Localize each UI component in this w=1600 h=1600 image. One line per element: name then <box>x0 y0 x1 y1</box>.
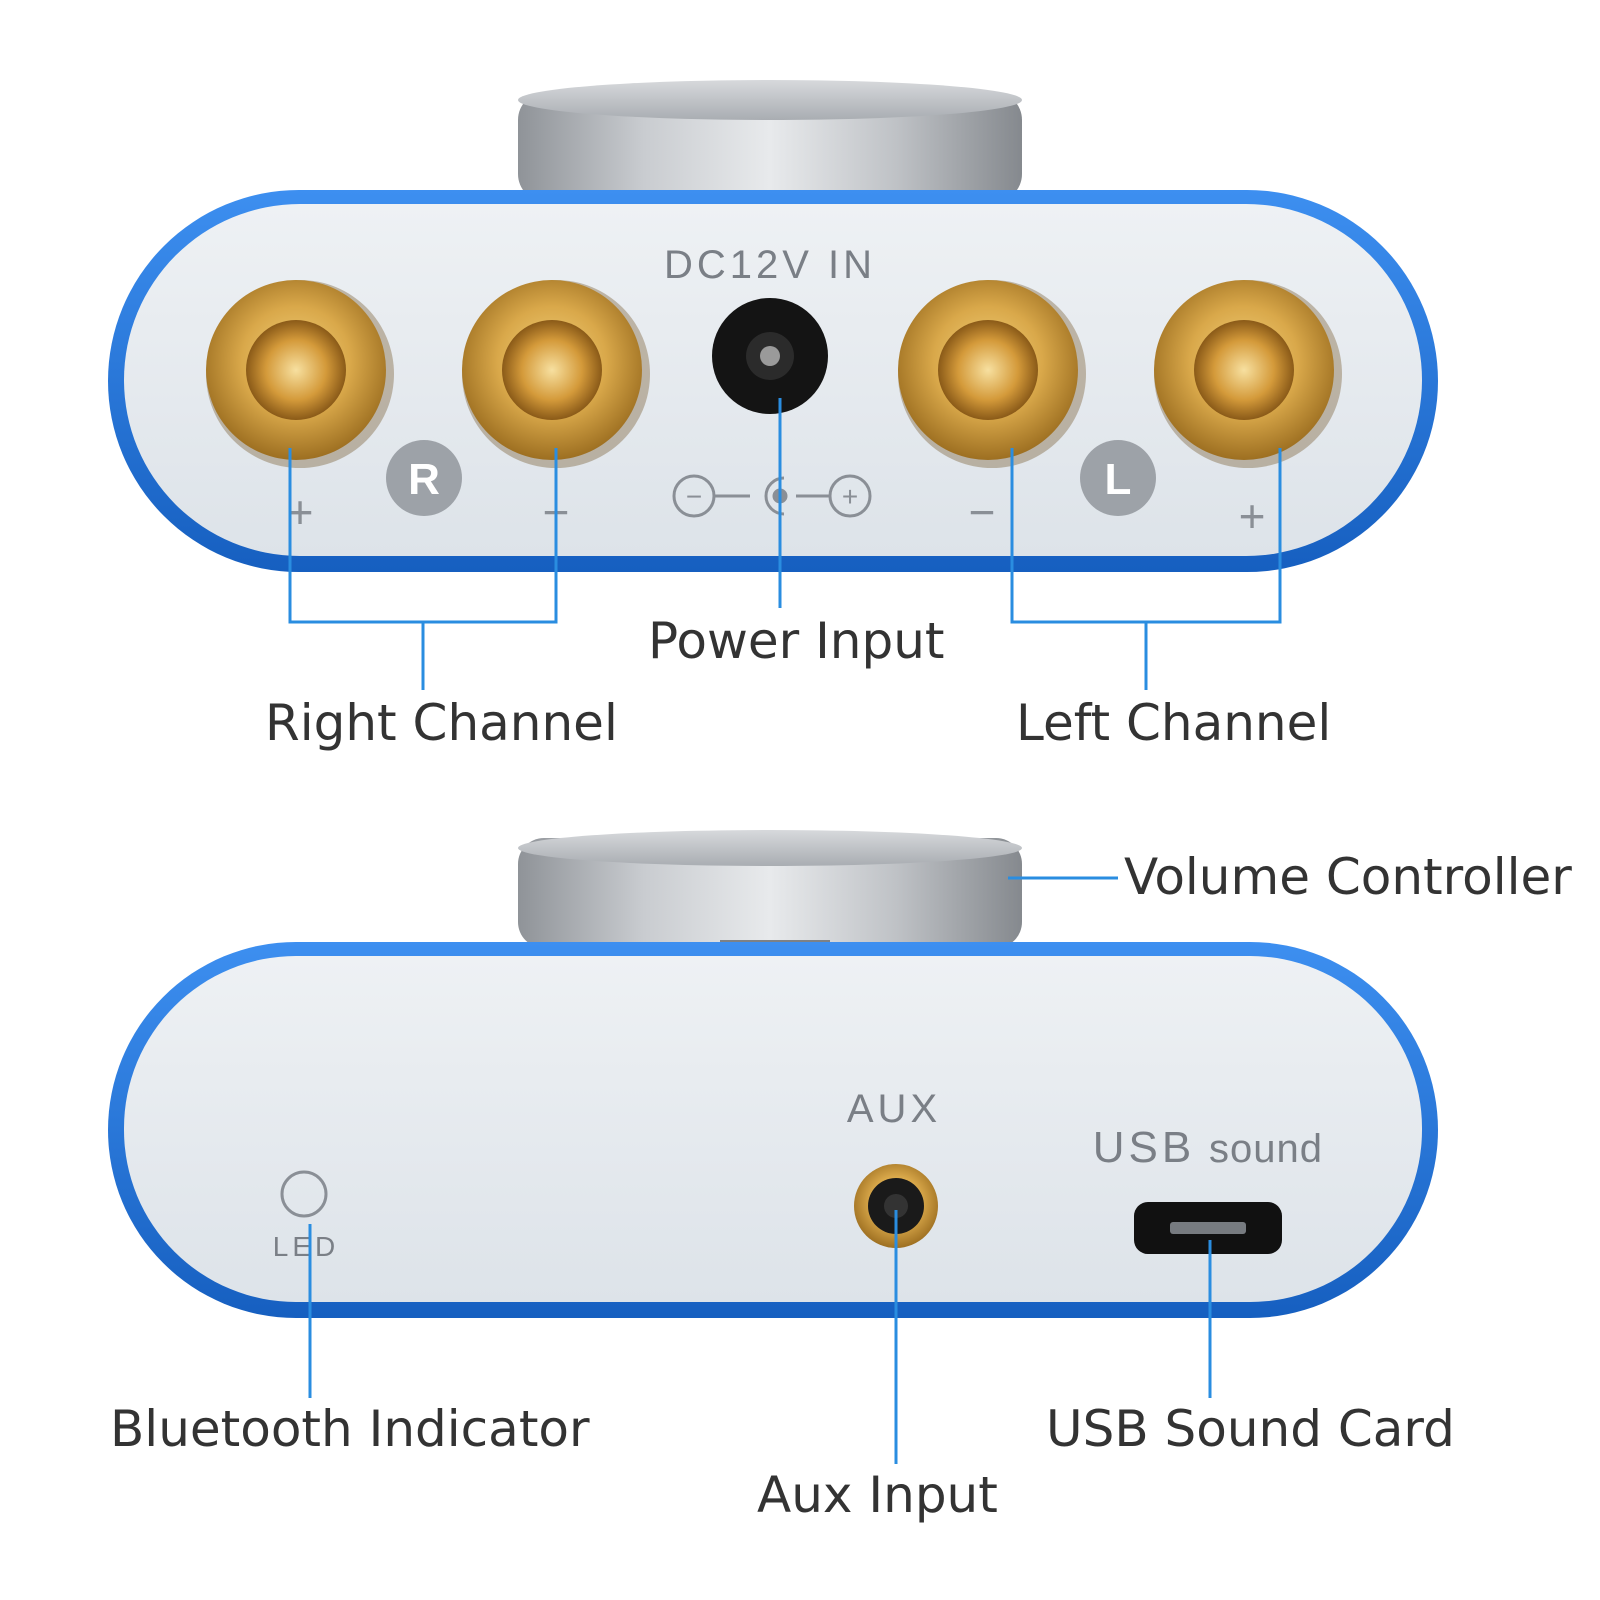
power-input-label: Power Input <box>648 612 945 670</box>
svg-text:sound: sound <box>1209 1127 1323 1171</box>
aux-input-label: Aux Input <box>757 1466 998 1524</box>
volume-controller-label: Volume Controller <box>1124 848 1572 906</box>
aux-jack <box>854 1164 938 1248</box>
bluetooth-indicator-label: Bluetooth Indicator <box>110 1400 590 1458</box>
bottom-volume-knob <box>518 830 1022 954</box>
top-device-view: DC12V IN <box>108 80 1438 690</box>
svg-text:R: R <box>408 455 440 504</box>
left-minus-terminal <box>898 280 1086 468</box>
usb-printed-label: USB sound <box>1093 1123 1323 1172</box>
dc-polarity-symbol <box>672 474 872 518</box>
left-plus-mark: + <box>1239 490 1266 542</box>
bottom-device-view: AUX USB sound LED <box>108 830 1438 1464</box>
polarity-minus-sign: − <box>686 481 702 512</box>
right-channel-label: Right Channel <box>265 694 618 752</box>
left-minus-mark: − <box>969 486 996 538</box>
top-callout-lines <box>288 398 1282 690</box>
usb-sound-card-label: USB Sound Card <box>1046 1400 1455 1458</box>
top-volume-knob <box>518 80 1022 202</box>
svg-text:L: L <box>1105 455 1132 504</box>
right-channel-badge: R <box>386 440 462 516</box>
left-plus-terminal <box>1154 280 1342 468</box>
polarity-plus-sign: + <box>842 481 858 512</box>
left-channel-badge: L <box>1080 440 1156 516</box>
dc-power-jack <box>712 298 828 414</box>
bottom-callout-lines <box>308 876 1212 1464</box>
dc-input-printed-label: DC12V IN <box>664 243 876 287</box>
led-printed-label: LED <box>273 1231 339 1262</box>
svg-text:USB: USB <box>1093 1123 1195 1172</box>
left-channel-label: Left Channel <box>1016 694 1332 752</box>
right-minus-terminal <box>462 280 650 468</box>
aux-printed-label: AUX <box>847 1087 941 1131</box>
led-indicator: LED <box>273 1170 339 1262</box>
right-plus-terminal <box>206 280 394 468</box>
bottom-panel <box>124 956 1422 1302</box>
micro-usb-port <box>1134 1202 1282 1254</box>
